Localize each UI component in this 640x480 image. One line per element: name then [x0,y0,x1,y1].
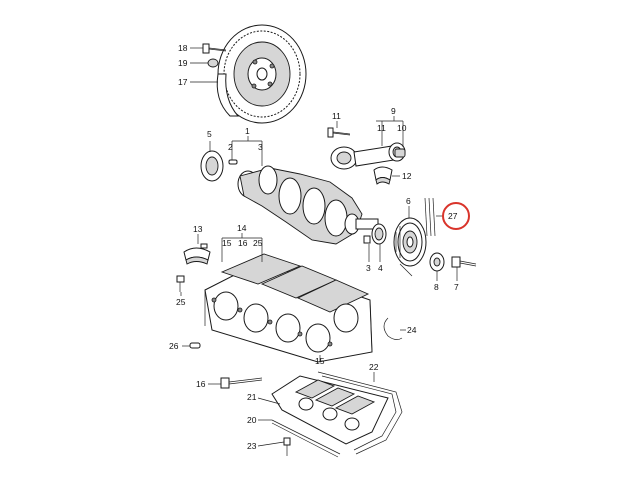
callout-16: 16 [238,238,248,248]
oil-jet-left [176,275,185,292]
callout-3b: 3 [366,263,371,273]
callout-2: 2 [228,142,233,152]
drive-belt [399,197,436,277]
callout-labels: 18 19 17 11 9 11 10 5 1 2 3 12 6 27 13 1… [169,43,459,451]
callout-27: 27 [448,211,458,221]
crankshaft [237,165,379,245]
flywheel-washer [207,58,219,68]
callout-22: 22 [369,362,379,372]
main-bearing-shells [183,243,211,265]
callout-14: 14 [237,223,247,233]
oil-spray-jet [383,317,403,340]
flywheel-bolt [202,43,227,54]
pulley-bolt [451,256,477,268]
small-end-bushing [394,148,406,158]
woodruff-key [363,235,371,244]
front-oil-seal [371,223,387,245]
callout-10: 10 [397,123,407,133]
callout-21: 21 [247,392,257,402]
callout-13: 13 [193,224,203,234]
dowel-pin [228,159,238,165]
rod-bolt [327,127,351,138]
callout-17: 17 [178,77,188,87]
callout-15: 15 [222,238,232,248]
callout-24: 24 [407,325,417,335]
callout-18: 18 [178,43,188,53]
sealing-strip [271,419,341,458]
bedplate [271,375,389,445]
callout-25: 25 [253,238,263,248]
leader-lines [180,47,458,447]
callout-25b: 25 [176,297,186,307]
oil-pan-gasket [317,371,403,455]
flywheel [216,24,307,124]
crankcase-bolt [220,377,263,389]
callout-11: 11 [332,111,341,121]
callout-16b: 16 [196,379,206,389]
callout-5: 5 [207,129,212,139]
connecting-rod [330,142,406,170]
callout-9: 9 [391,106,396,116]
callout-19: 19 [178,58,188,68]
rod-bearing-shell [373,166,393,185]
callout-26: 26 [169,341,179,351]
callout-11b: 11 [377,123,386,133]
callout-6: 6 [406,196,411,206]
callout-23: 23 [247,441,257,451]
callout-3: 3 [258,142,263,152]
crankcase [204,253,373,363]
callout-4: 4 [378,263,383,273]
callout-1: 1 [245,126,250,136]
alignment-pin [189,342,201,349]
rear-oil-seal [200,150,224,182]
vibration-damper-pulley [393,217,427,267]
callout-12: 12 [402,171,412,181]
highlight-ring [442,202,470,230]
bedplate-bolt [283,437,291,456]
callout-15b: 15 [315,356,325,366]
callout-7: 7 [454,282,459,292]
pulley-washer [429,252,445,272]
callout-20: 20 [247,415,257,425]
callout-8: 8 [434,282,439,292]
